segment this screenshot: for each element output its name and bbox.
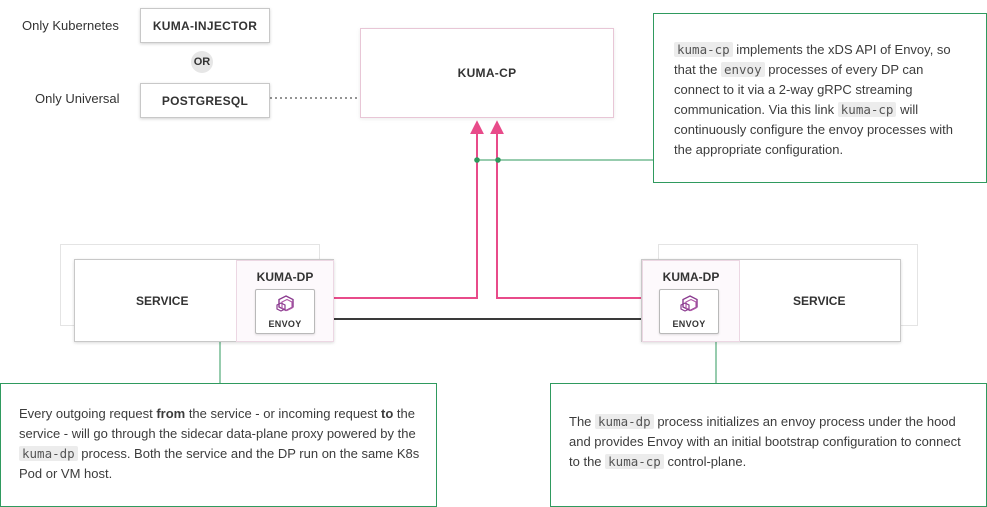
kuma-injector-label: KUMA-INJECTOR <box>152 18 258 33</box>
left-kuma-dp: KUMA-DP ENVOY <box>236 260 334 342</box>
note-bold-from: from <box>156 406 186 421</box>
right-dp-host: KUMA-DP ENVOY SERVICE <box>641 259 901 342</box>
right-envoy-cp-link <box>490 120 658 305</box>
code-kuma-cp: kuma-cp <box>605 454 664 469</box>
right-kuma-dp: KUMA-DP ENVOY <box>642 260 740 342</box>
note-text: will continuously configure the envoy pr… <box>674 102 953 157</box>
postgresql-box: POSTGRESQL <box>140 83 270 118</box>
cp-xds-note: kuma-cp implements the xDS API of Envoy,… <box>653 13 987 183</box>
note-text: the service - will go through the sideca… <box>19 406 416 441</box>
code-envoy: envoy <box>720 62 765 77</box>
or-label: OR <box>193 56 211 68</box>
kuma-cp-label: KUMA-CP <box>457 66 517 80</box>
left-envoy-label: ENVOY <box>268 319 302 329</box>
kuma-dp-bootstrap-note: The kuma-dp process initializes an envoy… <box>550 383 987 507</box>
note-text: process. Both the service and the DP run… <box>19 446 420 481</box>
code-kuma-cp: kuma-cp <box>837 102 897 117</box>
code-kuma-dp: kuma-dp <box>595 414 654 429</box>
sidecar-proxy-note: Every outgoing request from the service … <box>0 383 437 507</box>
envoy-logo-icon <box>276 295 294 312</box>
postgresql-label: POSTGRESQL <box>161 93 249 108</box>
only-kubernetes-label: Only Kubernetes <box>22 18 119 33</box>
note-text: the service - or incoming request <box>185 406 382 421</box>
note-text: implements the xDS API of Envoy, so that… <box>674 42 951 77</box>
right-kuma-dp-label: KUMA-DP <box>662 270 720 284</box>
code-kuma-cp: kuma-cp <box>674 42 733 57</box>
note-text: Every outgoing request <box>19 406 157 421</box>
only-universal-label: Only Universal <box>35 91 120 106</box>
cp-note-dot-2 <box>495 157 501 163</box>
right-service-label: SERVICE <box>793 294 846 308</box>
note-text: processes of every DP can connect to it … <box>674 62 924 117</box>
note-text: The <box>569 414 596 429</box>
envoy-logo-icon <box>680 295 698 312</box>
left-envoy-box: ENVOY <box>255 289 315 334</box>
note-bold-to: to <box>381 406 394 421</box>
left-kuma-dp-label: KUMA-DP <box>256 270 314 284</box>
left-dp-host: SERVICE KUMA-DP ENVOY <box>74 259 334 342</box>
kuma-injector-box: KUMA-INJECTOR <box>140 8 270 43</box>
or-badge: OR <box>191 51 213 73</box>
right-envoy-box: ENVOY <box>659 289 719 334</box>
code-kuma-dp: kuma-dp <box>19 446 78 461</box>
note-text: control-plane. <box>663 454 747 469</box>
cp-note-dot-1 <box>474 157 480 163</box>
left-envoy-cp-link <box>313 120 484 305</box>
right-envoy-label: ENVOY <box>672 319 706 329</box>
kuma-cp-box: KUMA-CP <box>360 28 614 118</box>
left-service-label: SERVICE <box>136 294 189 308</box>
note-text: process initializes an envoy process und… <box>569 414 961 469</box>
